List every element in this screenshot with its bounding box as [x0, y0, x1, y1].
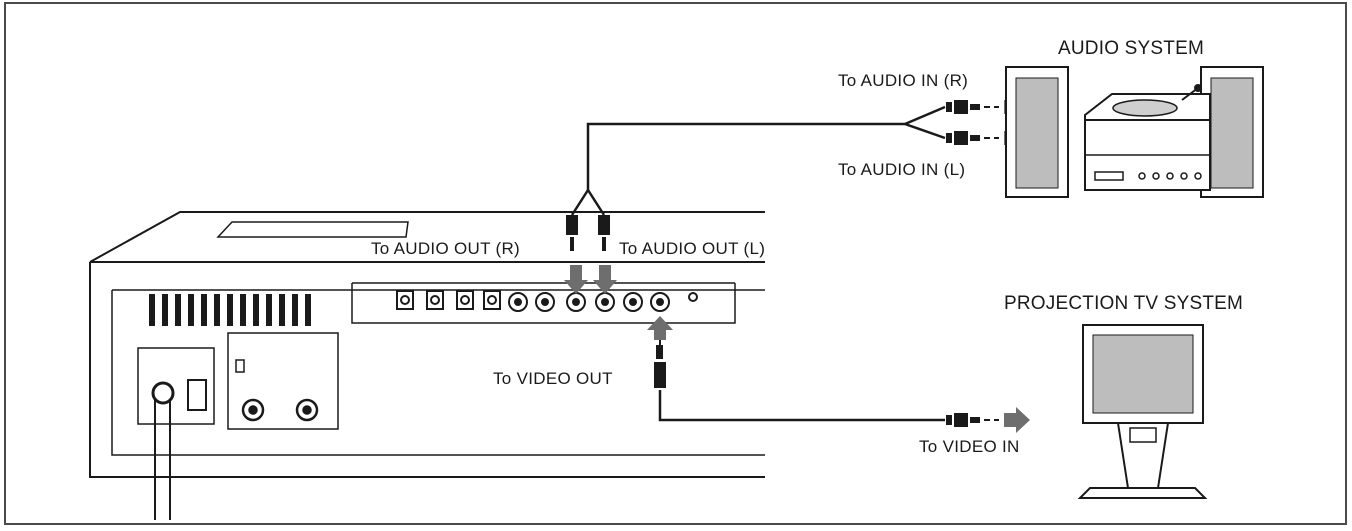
label-audio-in-l: To AUDIO IN (L) — [838, 160, 966, 179]
audio-cable — [570, 105, 946, 216]
power-panel — [137, 347, 215, 520]
audio-in-plugs — [946, 100, 980, 145]
video-plugs — [654, 345, 980, 427]
vcr-vents — [149, 294, 311, 326]
rear-jacks — [396, 290, 698, 312]
audio-system-illustration — [1005, 66, 1264, 198]
label-video-out: To VIDEO OUT — [493, 369, 613, 388]
projection-tv-illustration — [1077, 324, 1208, 499]
label-audio-out-l: To AUDIO OUT (L) — [619, 239, 766, 258]
video-cable — [658, 390, 945, 422]
label-audio-out-r: To AUDIO OUT (R) — [371, 239, 521, 258]
diagram-frame — [4, 2, 1347, 525]
vcr-unit — [89, 211, 765, 478]
projection-tv-title: PROJECTION TV SYSTEM — [1004, 293, 1244, 314]
audio-out-plugs — [566, 215, 610, 251]
label-audio-in-r: To AUDIO IN (R) — [838, 71, 969, 90]
audio-system-title: AUDIO SYSTEM — [1058, 38, 1204, 59]
label-video-in: To VIDEO IN — [919, 437, 1020, 456]
arrow-dashes — [659, 106, 999, 421]
rf-panel — [227, 332, 339, 430]
